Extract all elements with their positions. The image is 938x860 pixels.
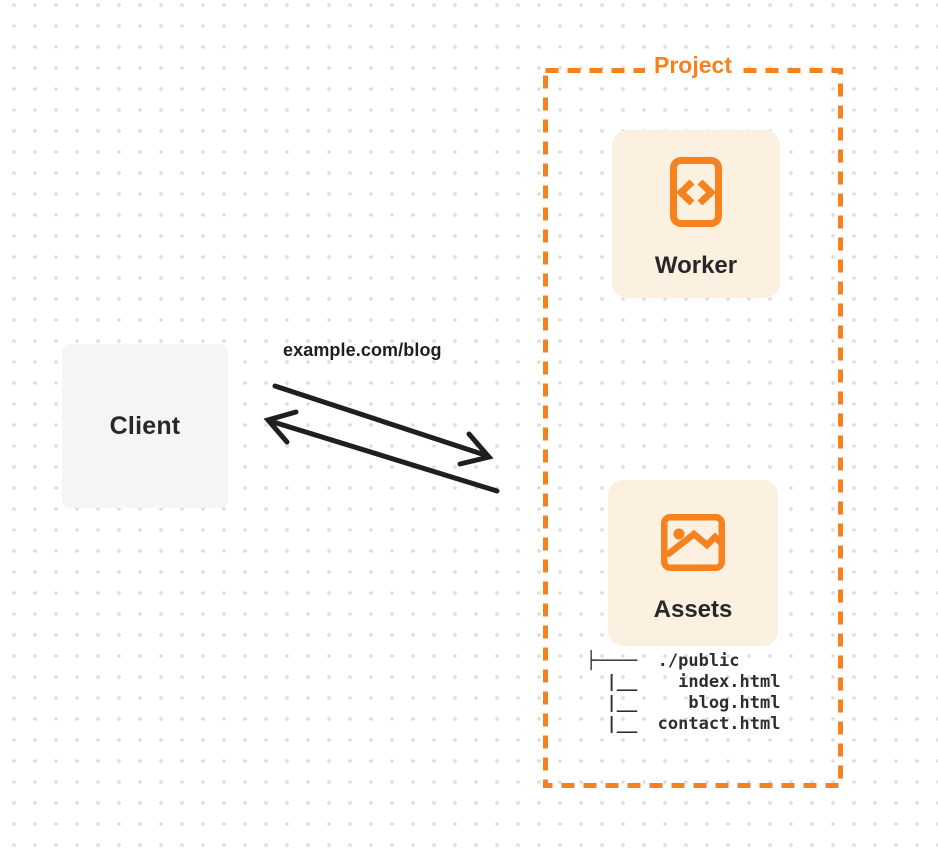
worker-node: Worker — [612, 130, 780, 298]
assets-file-tree: ├──── ./public |__ index.html |__ blog.h… — [586, 651, 780, 735]
worker-label: Worker — [654, 252, 738, 279]
code-file-icon — [670, 157, 722, 227]
assets-node: Assets — [608, 480, 778, 646]
tree-line-blog: |__ blog.html — [586, 693, 781, 713]
assets-label: Assets — [653, 596, 733, 623]
project-container: Project Worker Assets ├──── ./public |__… — [543, 52, 843, 788]
tree-line-contact: |__ contact.html — [586, 714, 781, 734]
response-arrow — [263, 409, 500, 494]
request-arrow — [272, 383, 494, 467]
project-dashed-border — [543, 68, 843, 788]
tree-line-public: ├──── ./public — [586, 651, 740, 671]
client-label: Client — [109, 411, 181, 440]
request-url-label: example.com/blog — [283, 340, 442, 360]
client-node: Client — [62, 344, 228, 508]
tree-line-index: |__ index.html — [586, 672, 781, 692]
project-title: Project — [645, 52, 741, 79]
image-icon — [661, 514, 725, 571]
